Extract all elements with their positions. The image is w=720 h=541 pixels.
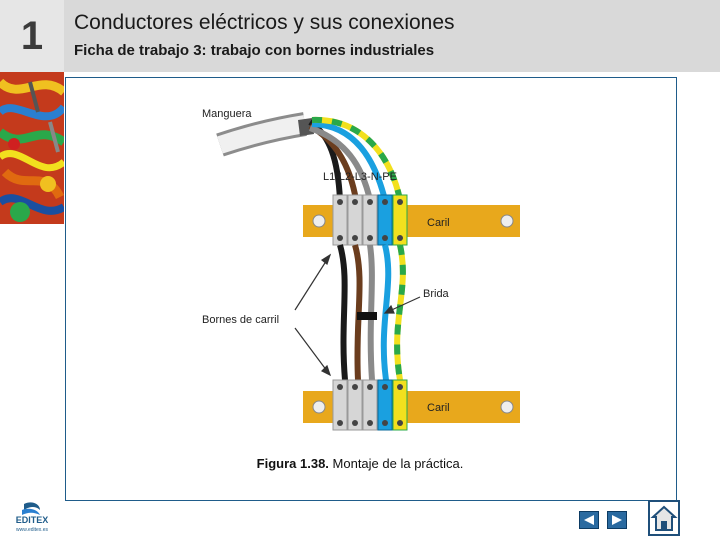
terminals-bottom (332, 379, 408, 431)
upper-wires (308, 116, 403, 201)
page-subtitle: Ficha de trabajo 3: trabajo con bornes i… (74, 42, 435, 59)
chapter-number: 1 (20, 13, 44, 58)
rail-bottom-hole-left (312, 400, 326, 414)
caption-text: Montaje de la práctica. (328, 456, 464, 471)
label-rail-top: Caril (427, 217, 450, 229)
logo-url: www.editex.es (16, 527, 48, 533)
label-tie: Brida (423, 288, 450, 300)
label-terminals: Bornes de carril (202, 314, 279, 326)
label-hose: Manguera (202, 108, 252, 120)
cables-photo (0, 72, 64, 224)
home-button[interactable] (648, 500, 680, 536)
rail-top-hole-left (312, 214, 326, 228)
next-button[interactable] (607, 511, 627, 529)
chapter-number-box: 1 (0, 0, 64, 72)
hose-body (217, 115, 307, 154)
middle-wires (337, 244, 406, 381)
previous-button[interactable] (579, 511, 599, 529)
page-title: Conductores eléctricos y sus conexiones (74, 11, 455, 34)
cable-tie (357, 312, 377, 320)
arrow-left-icon (584, 515, 594, 525)
arrow-right-icon (612, 515, 622, 525)
home-icon (650, 505, 678, 531)
terminals-top (332, 194, 408, 246)
editex-logo: EDITEX www.editex.es (10, 500, 54, 536)
figure-caption: Figura 1.38. Montaje de la práctica. (0, 456, 720, 471)
rail-bottom-hole-right (500, 400, 514, 414)
label-rail-bottom: Caril (427, 402, 450, 414)
header-bar: Conductores eléctricos y sus conexiones … (64, 0, 720, 72)
logo-text: EDITEX (15, 515, 49, 525)
leader-arrows (294, 253, 421, 377)
rail-top-hole-right (500, 214, 514, 228)
label-conductors: L1-L2-L3-N-PE (323, 171, 397, 183)
caption-prefix: Figura 1.38. (256, 456, 329, 471)
